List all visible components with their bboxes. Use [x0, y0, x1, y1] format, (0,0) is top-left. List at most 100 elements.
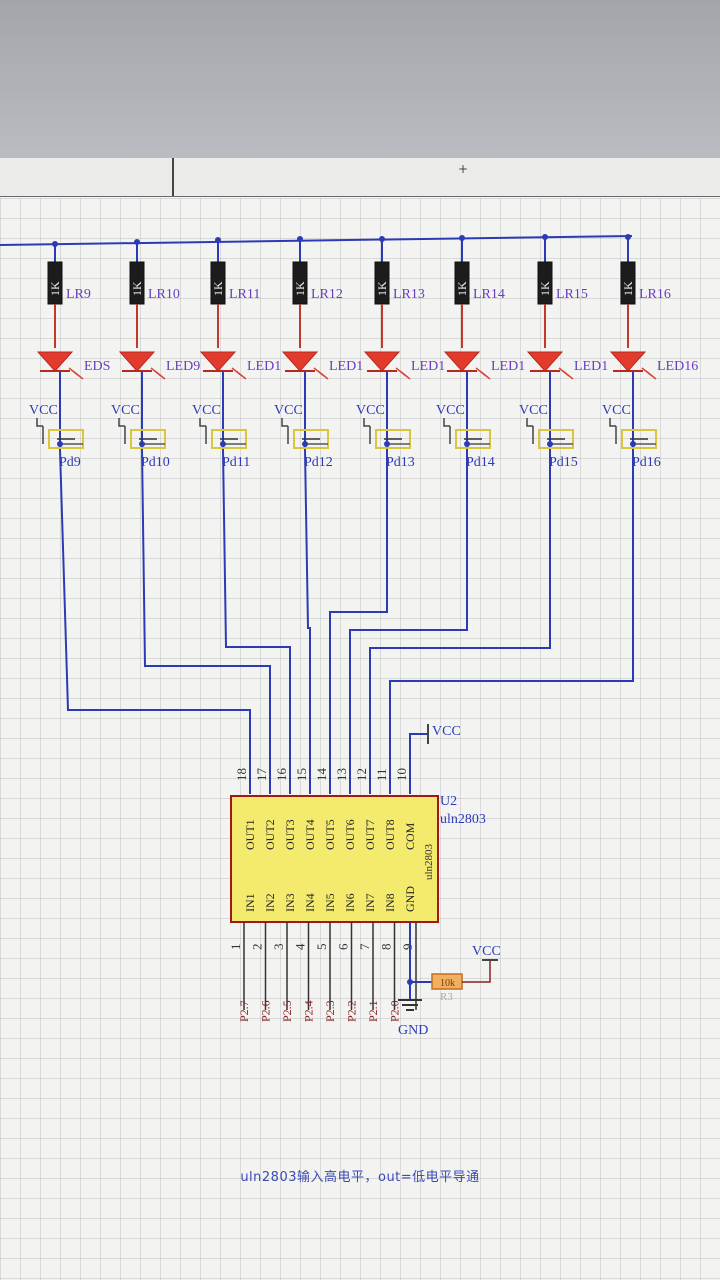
- led-arrow: [317, 370, 329, 380]
- chip-out-pin: COM: [403, 822, 417, 850]
- chip-body-text: uln2803: [423, 843, 435, 880]
- pad-junction: [384, 441, 390, 447]
- output-route-wire: [349, 450, 468, 794]
- pad-outline: [375, 429, 411, 449]
- resistor-value: 1K: [130, 281, 144, 296]
- output-route-wire: [369, 450, 551, 794]
- out-pin-number: 13: [334, 768, 349, 781]
- input-net-label: P2.3: [323, 1000, 337, 1022]
- led-label: LED1: [491, 359, 525, 374]
- vcc-wire: [526, 418, 533, 427]
- led-label: LED1: [247, 359, 281, 374]
- chip-in-pin: GND: [403, 886, 417, 912]
- in-pin-number: 7: [357, 943, 372, 950]
- pad-outline: [621, 429, 657, 449]
- pad-junction: [220, 441, 226, 447]
- resistor-label: LR14: [473, 287, 505, 302]
- chip-out-pin: OUT8: [383, 819, 397, 850]
- led-symbol: [443, 351, 481, 372]
- chip-out-pin: OUT4: [303, 819, 317, 850]
- vcc-label: VCC: [274, 403, 303, 418]
- led-arrow: [645, 370, 657, 380]
- led-symbol: [118, 351, 156, 372]
- led-symbol: [363, 351, 401, 372]
- led-symbol: [199, 351, 237, 372]
- pad-junction: [464, 441, 470, 447]
- tab-divider: [172, 158, 174, 196]
- resistor-label: LR12: [311, 287, 343, 302]
- in-pin-number: 9: [400, 944, 415, 951]
- out-pin-number: 17: [254, 768, 269, 782]
- input-net-label: P2.7: [237, 1000, 251, 1022]
- com-wire: [409, 733, 428, 794]
- top-rail-wire: [0, 235, 633, 246]
- chip-in-pin: IN3: [283, 893, 297, 912]
- pad-label: Pd10: [141, 455, 170, 470]
- in-pin-number: 5: [314, 944, 329, 951]
- vcc-label: VCC: [519, 403, 548, 418]
- led-label: LED1: [574, 359, 608, 374]
- chip-out-pin: OUT1: [243, 819, 257, 850]
- pad-label: Pd11: [222, 455, 250, 470]
- chip-in-pin: IN8: [383, 893, 397, 912]
- out-pin-number: 14: [314, 768, 329, 782]
- pull-resistor-label: R3: [440, 991, 453, 1003]
- pad-junction: [630, 441, 636, 447]
- input-net-label: P2.1: [366, 1000, 380, 1022]
- vcc-wire: [363, 418, 370, 427]
- chip-out-pin: OUT6: [343, 819, 357, 850]
- pad-label: Pd13: [386, 455, 415, 470]
- led-label: LED16: [657, 359, 698, 374]
- resistor-value: 1K: [538, 281, 552, 296]
- vcc-label: VCC: [602, 403, 631, 418]
- input-net-label: P2.0: [388, 1000, 402, 1022]
- schematic-note: uln2803输入高电平，out=低电平导通: [240, 1170, 480, 1185]
- pad-junction: [547, 441, 553, 447]
- resistor-value: 1K: [455, 281, 469, 296]
- pull-res-vcc-wire: [462, 960, 491, 983]
- chip-in-pin: IN1: [243, 893, 257, 912]
- resistor-value: 1K: [293, 281, 307, 296]
- pull-res-vcc-label: VCC: [472, 944, 501, 959]
- out-pin-number: 15: [294, 768, 309, 781]
- pad-outline: [211, 429, 247, 449]
- chip-in-pin: IN7: [363, 893, 377, 912]
- resistor-value: 1K: [211, 281, 225, 296]
- led-label: LED1: [411, 359, 445, 374]
- led-label: LED1: [329, 359, 363, 374]
- pad-outline: [538, 429, 574, 449]
- in-pin-number: 1: [228, 944, 243, 951]
- output-route-wire: [222, 449, 291, 794]
- in-pin-number: 8: [379, 944, 394, 951]
- pad-label: Pd14: [466, 455, 495, 470]
- vcc-label: VCC: [356, 403, 385, 418]
- resistor-label: LR10: [148, 287, 180, 302]
- out-pin-number: 18: [234, 768, 249, 781]
- led-arrow: [235, 370, 247, 380]
- vcc-wire: [199, 418, 206, 427]
- vcc-label: VCC: [111, 403, 140, 418]
- pad-junction: [139, 441, 145, 447]
- output-route-wire: [141, 449, 271, 794]
- in-pin-number: 4: [293, 943, 308, 950]
- led-label: EDS: [84, 359, 110, 374]
- chip-in-pin: IN5: [323, 893, 337, 912]
- vcc-wire: [281, 418, 288, 427]
- chip-in-pin: IN2: [263, 893, 277, 912]
- out-pin-number: 12: [354, 768, 369, 781]
- led-symbol: [526, 351, 564, 372]
- vcc-wire: [36, 418, 43, 427]
- output-route-wire: [304, 449, 311, 794]
- pad-outline: [48, 429, 84, 449]
- vcc-label: VCC: [29, 403, 58, 418]
- resistor-value: 1K: [621, 281, 635, 296]
- chip-in-pin: IN4: [303, 893, 317, 912]
- out-pin-number: 11: [374, 768, 389, 781]
- resistor-label: LR11: [229, 287, 260, 302]
- chip-body: [230, 795, 439, 923]
- vcc-wire: [443, 418, 450, 427]
- pad-outline: [130, 429, 166, 449]
- input-net-label: P2.6: [259, 1000, 273, 1022]
- in-pin-number: 2: [250, 944, 265, 951]
